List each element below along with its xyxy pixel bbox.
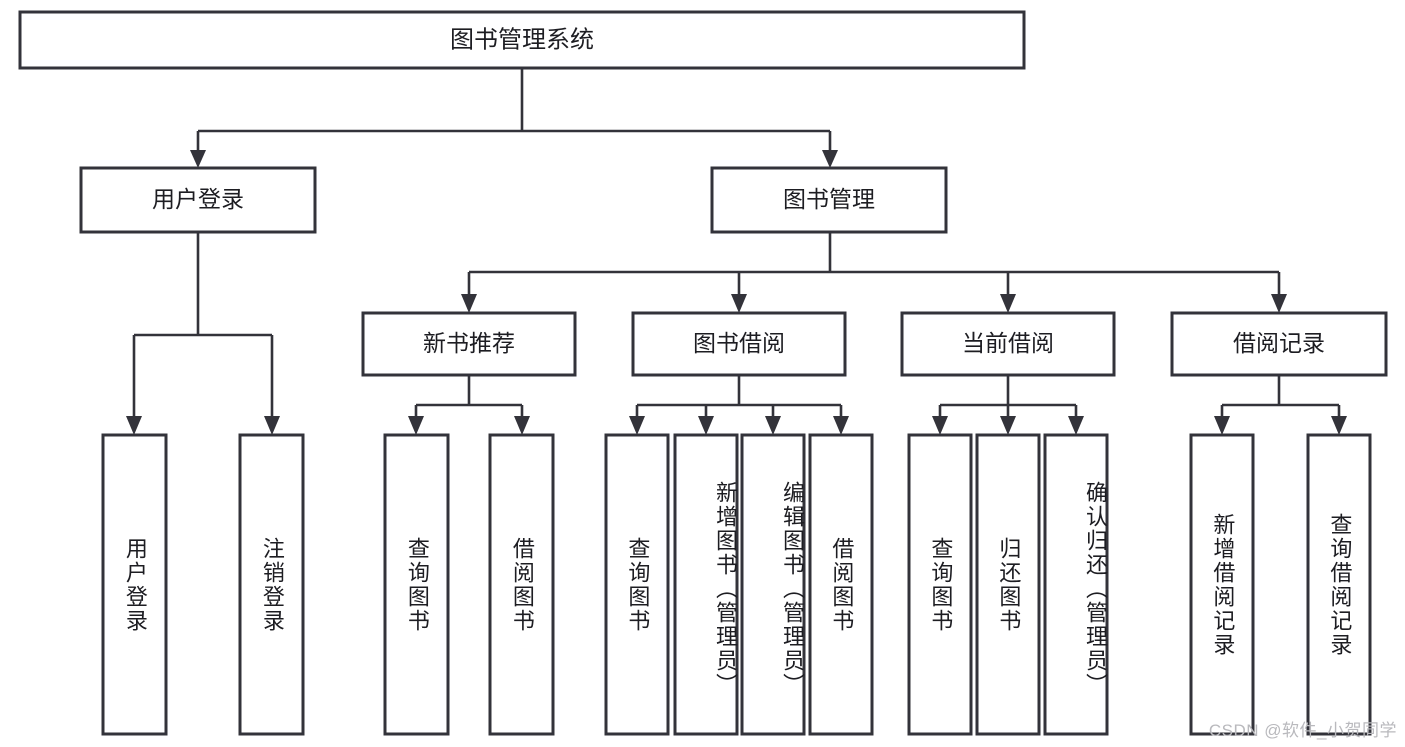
node-leaf-user-login-label: 用户登录 [122, 536, 148, 633]
edge-group-current-borrow [932, 375, 1084, 435]
node-book-borrow-box [631, 311, 847, 377]
node-book-manage-label: 图书管理 [783, 186, 875, 212]
arrowhead-leaf-borrow-book-2 [833, 416, 849, 435]
arrowhead-leaf-edit-book [765, 416, 781, 435]
edge-group-borrow-record [1214, 375, 1347, 435]
node-leaf-borrow-book-1-label: 借阅图书 [509, 536, 535, 633]
arrowhead-leaf-query-book-3 [932, 416, 948, 435]
node-leaf-query-record-box[interactable] [1306, 433, 1372, 736]
edge-group-new-book-recommend [408, 375, 530, 435]
node-borrow-record-label: 借阅记录 [1233, 330, 1325, 356]
node-leaf-user-logout-box[interactable] [238, 433, 305, 736]
node-leaf-add-book-box[interactable] [673, 433, 739, 736]
node-new-book-recommend-box [361, 311, 577, 377]
arrowhead-user-login [190, 150, 206, 168]
node-leaf-borrow-book-2-box[interactable] [808, 433, 874, 736]
node-current-borrow-label: 当前借阅 [962, 330, 1054, 356]
arrowhead-leaf-add-record [1214, 416, 1230, 435]
arrowhead-leaf-confirm-return [1068, 416, 1084, 435]
leaf-boxes [101, 433, 1372, 736]
node-user-login-label: 用户登录 [152, 186, 244, 212]
node-leaf-query-book-1-label: 查询图书 [404, 536, 430, 633]
node-current-borrow[interactable]: 当前借阅 [900, 311, 1116, 377]
arrowhead-current-borrow [1000, 294, 1016, 313]
arrowhead-leaf-query-book-2 [629, 416, 645, 435]
arrowhead-book-borrow [731, 294, 747, 313]
arrowhead-leaf-query-book-1 [408, 416, 424, 435]
node-leaf-return-book-box[interactable] [975, 433, 1041, 736]
node-book-manage[interactable]: 图书管理 [710, 166, 948, 234]
arrowhead-new-book-recommend [461, 294, 477, 313]
node-borrow-record[interactable]: 借阅记录 [1170, 311, 1388, 377]
edge-group-user-login [126, 232, 280, 435]
arrowhead-book-manage [822, 150, 838, 168]
arrowhead-leaf-user-logout [264, 416, 280, 435]
edge-group-book-borrow [629, 375, 849, 435]
node-borrow-record-box [1170, 311, 1388, 377]
arrowhead-leaf-borrow-book-1 [514, 416, 530, 435]
node-leaf-add-record-box[interactable] [1189, 433, 1255, 736]
node-user-login[interactable]: 用户登录 [79, 166, 317, 234]
node-root[interactable]: 图书管理系统 [18, 10, 1026, 70]
node-leaf-edit-book-box[interactable] [740, 433, 806, 736]
node-leaf-query-book-2-label: 查询图书 [625, 536, 651, 633]
node-book-borrow[interactable]: 图书借阅 [631, 311, 847, 377]
node-user-login-box [79, 166, 317, 234]
node-leaf-query-book-3-label: 查询图书 [928, 536, 954, 633]
node-leaf-query-book-1-box[interactable] [383, 433, 450, 736]
node-leaf-query-record-label: 查询借阅记录 [1327, 512, 1353, 657]
node-new-book-recommend[interactable]: 新书推荐 [361, 311, 577, 377]
node-book-manage-box [710, 166, 948, 234]
node-leaf-user-login-box[interactable] [101, 433, 168, 736]
node-current-borrow-box [900, 311, 1116, 377]
node-leaf-query-book-2-box[interactable] [604, 433, 670, 736]
node-leaf-confirm-return-label: 确认归还（管理员） [1083, 480, 1108, 697]
csdn-watermark: CSDN @软件_小贺同学 [1208, 721, 1397, 740]
node-leaf-edit-book-label: 编辑图书（管理员） [780, 480, 805, 697]
node-root-box [18, 10, 1026, 70]
node-leaf-query-book-3-box[interactable] [907, 433, 973, 736]
node-leaf-borrow-book-2-label: 借阅图书 [829, 536, 855, 633]
node-leaf-add-book-label: 新增图书（管理员） [713, 480, 738, 697]
arrowhead-leaf-add-book [698, 416, 714, 435]
node-leaf-add-record-label: 新增借阅记录 [1210, 512, 1236, 657]
node-leaf-return-book-label: 归还图书 [996, 536, 1022, 633]
arrowhead-leaf-query-record [1331, 416, 1347, 435]
arrowhead-borrow-record [1271, 294, 1287, 313]
edge-group-root [190, 68, 838, 168]
node-new-book-recommend-label: 新书推荐 [423, 330, 515, 356]
edge-group-book-manage [461, 232, 1287, 313]
node-book-borrow-label: 图书借阅 [693, 330, 785, 356]
arrowhead-leaf-user-login [126, 416, 142, 435]
arrowhead-leaf-return-book [1000, 416, 1016, 435]
node-leaf-user-logout-label: 注销登录 [259, 536, 285, 633]
node-root-label: 图书管理系统 [450, 26, 594, 53]
node-leaf-borrow-book-1-box[interactable] [488, 433, 555, 736]
node-leaf-confirm-return-box[interactable] [1043, 433, 1109, 736]
